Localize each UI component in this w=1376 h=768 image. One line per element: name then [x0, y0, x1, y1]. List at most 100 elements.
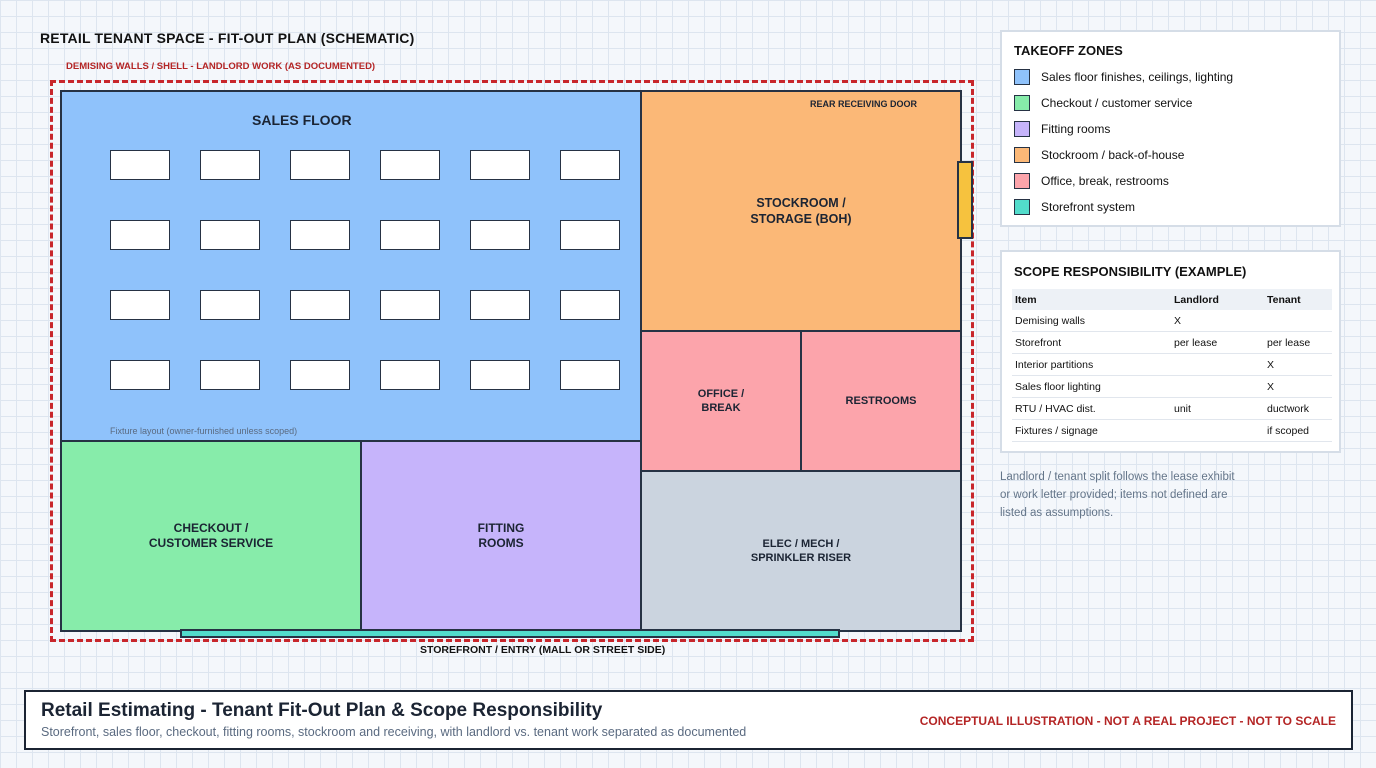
sales-floor-zone: SALES FLOOR Fixture layout (owner-furnis…: [60, 90, 642, 442]
display-fixture: [380, 220, 440, 250]
legend-item-label: Storefront system: [1041, 200, 1136, 214]
display-fixture: [560, 360, 620, 390]
display-fixture: [290, 290, 350, 320]
legend-swatch: [1014, 173, 1030, 189]
display-fixture: [380, 290, 440, 320]
scope-header-row: Item Landlord Tenant: [1012, 289, 1332, 310]
plan-title: RETAIL TENANT SPACE - FIT-OUT PLAN (SCHE…: [40, 30, 415, 46]
legend-title: TAKEOFF ZONES: [1014, 43, 1123, 58]
display-fixture: [110, 220, 170, 250]
display-fixture: [380, 360, 440, 390]
cell-tenant: per lease: [1264, 331, 1332, 354]
legend-item-label: Office, break, restrooms: [1041, 174, 1169, 188]
stockroom-zone: STOCKROOM / STORAGE (BOH): [640, 90, 962, 332]
display-fixture: [470, 290, 530, 320]
header-tenant: Tenant: [1264, 289, 1332, 310]
footer-banner: Retail Estimating - Tenant Fit-Out Plan …: [24, 690, 1353, 750]
fitting-rooms-label: FITTING ROOMS: [477, 521, 525, 550]
display-fixture: [560, 290, 620, 320]
fitting-rooms-zone: FITTING ROOMS: [360, 440, 642, 632]
office-break-zone: OFFICE / BREAK: [640, 330, 802, 472]
legend-item: Sales floor finishes, ceilings, lighting: [1014, 69, 1233, 85]
footer-subtitle: Storefront, sales floor, checkout, fitti…: [41, 725, 747, 739]
restrooms-label: RESTROOMS: [845, 394, 917, 407]
display-fixture: [470, 220, 530, 250]
legend-item: Office, break, restrooms: [1014, 173, 1169, 189]
cell-tenant: if scoped: [1264, 419, 1332, 442]
rear-receiving-door-label: REAR RECEIVING DOOR: [810, 99, 918, 109]
scope-table: Item Landlord Tenant Demising walls X St…: [1012, 289, 1332, 442]
display-fixture: [200, 360, 260, 390]
scope-responsibility-panel: SCOPE RESPONSIBILITY (EXAMPLE) Item Land…: [1000, 250, 1341, 453]
legend-item-label: Sales floor finishes, ceilings, lighting: [1041, 70, 1234, 84]
table-row: Fixtures / signage if scoped: [1012, 419, 1332, 442]
cell-item: Interior partitions: [1012, 353, 1171, 376]
display-fixture: [470, 360, 530, 390]
storefront-system: [180, 629, 840, 638]
cell-landlord: unit: [1171, 397, 1264, 420]
office-break-label: OFFICE / BREAK: [697, 388, 745, 414]
scope-note: Landlord / tenant split follows the leas…: [1000, 471, 1235, 519]
restrooms-zone: RESTROOMS: [800, 330, 962, 472]
elec-mech-riser-label: ELEC / MECH / SPRINKLER RISER: [750, 538, 852, 564]
demising-walls-boundary: [50, 80, 974, 642]
legend-item-label: Fitting rooms: [1041, 122, 1111, 136]
display-fixture: [110, 150, 170, 180]
stockroom-label: STOCKROOM / STORAGE (BOH): [750, 196, 852, 226]
rear-receiving-door: [957, 161, 973, 239]
checkout-zone: CHECKOUT / CUSTOMER SERVICE: [60, 440, 362, 632]
footer-disclaimer: CONCEPTUAL ILLUSTRATION - NOT A REAL PRO…: [919, 714, 1336, 728]
fixture-layout-note: Fixture layout (owner-furnished unless s…: [110, 426, 298, 436]
legend-item: Storefront system: [1014, 199, 1135, 215]
display-fixture: [560, 220, 620, 250]
scope-title: SCOPE RESPONSIBILITY (EXAMPLE): [1014, 264, 1247, 279]
legend-swatch: [1014, 199, 1030, 215]
legend-swatch: [1014, 147, 1030, 163]
header-item: Item: [1012, 289, 1171, 310]
footer-title: Retail Estimating - Tenant Fit-Out Plan …: [41, 700, 603, 721]
elec-mech-riser-zone: ELEC / MECH / SPRINKLER RISER: [640, 470, 962, 632]
takeoff-zones-legend: TAKEOFF ZONES Sales floor finishes, ceil…: [1000, 30, 1341, 227]
legend-item: Fitting rooms: [1014, 121, 1110, 137]
table-row: Demising walls X: [1012, 310, 1332, 332]
header-landlord: Landlord: [1171, 289, 1264, 310]
cell-landlord: [1171, 375, 1264, 398]
display-fixture: [110, 360, 170, 390]
demising-walls-label: DEMISING WALLS / SHELL - LANDLORD WORK (…: [66, 61, 376, 72]
cell-landlord: [1171, 419, 1264, 442]
cell-item: RTU / HVAC dist.: [1012, 397, 1171, 420]
legend-item-label: Stockroom / back-of-house: [1041, 148, 1185, 162]
cell-tenant: [1264, 310, 1332, 332]
storefront-entry-label: STOREFRONT / ENTRY (MALL OR STREET SIDE): [420, 644, 666, 656]
legend-swatch: [1014, 95, 1030, 111]
display-fixture: [200, 290, 260, 320]
display-fixture: [200, 150, 260, 180]
legend-swatch: [1014, 69, 1030, 85]
cell-item: Demising walls: [1012, 310, 1171, 332]
display-fixture: [110, 290, 170, 320]
sales-floor-label: SALES FLOOR: [252, 112, 352, 128]
display-fixture: [290, 220, 350, 250]
legend-item: Checkout / customer service: [1014, 95, 1192, 111]
display-fixture: [380, 150, 440, 180]
cell-tenant: ductwork: [1264, 397, 1332, 420]
legend-item-label: Checkout / customer service: [1041, 96, 1193, 110]
table-row: Sales floor lighting X: [1012, 375, 1332, 398]
display-fixture: [290, 360, 350, 390]
display-fixture: [470, 150, 530, 180]
cell-tenant: X: [1264, 375, 1332, 398]
cell-item: Fixtures / signage: [1012, 419, 1171, 442]
cell-landlord: per lease: [1171, 331, 1264, 354]
cell-tenant: X: [1264, 353, 1332, 376]
cell-landlord: X: [1171, 310, 1264, 332]
display-fixture: [560, 150, 620, 180]
legend-swatch: [1014, 121, 1030, 137]
checkout-label: CHECKOUT / CUSTOMER SERVICE: [148, 521, 274, 550]
cell-landlord: [1171, 353, 1264, 376]
table-row: Storefront per lease per lease: [1012, 331, 1332, 354]
display-fixture: [290, 150, 350, 180]
table-row: RTU / HVAC dist. unit ductwork: [1012, 397, 1332, 420]
cell-item: Storefront: [1012, 331, 1171, 354]
table-row: Interior partitions X: [1012, 353, 1332, 376]
display-fixture: [200, 220, 260, 250]
